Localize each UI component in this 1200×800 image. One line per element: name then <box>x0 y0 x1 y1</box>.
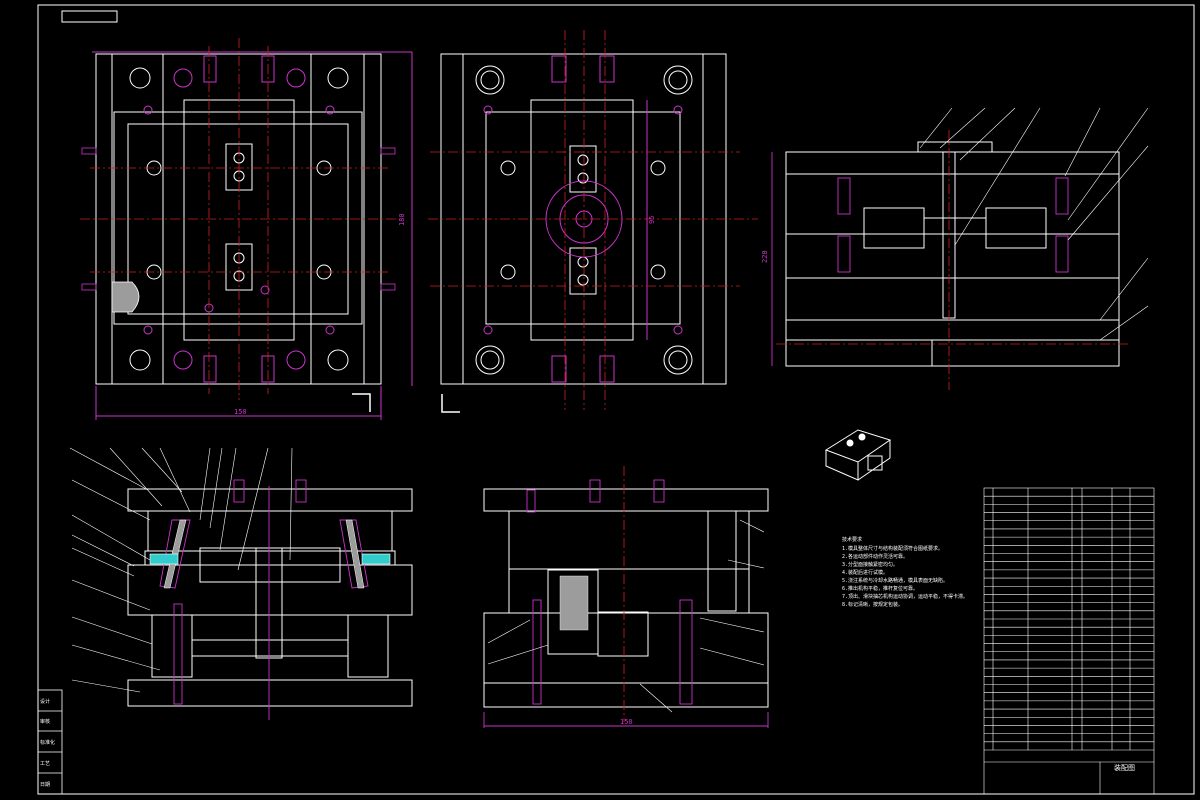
note-line: 7.顶出、滑块抽芯机构运动协调，运动平稳，不得卡滞。 <box>842 593 968 600</box>
side-table-labels: 设计 审核 标准化 工艺 日期 <box>40 698 55 788</box>
note-line: 1.模具整体尺寸与结构装配须符合图纸要求。 <box>842 545 943 552</box>
plan-view-moving-half: 150 180 <box>80 38 460 420</box>
side-label: 设计 <box>40 698 50 705</box>
part-isometric <box>824 429 892 481</box>
side-label: 审核 <box>40 718 50 725</box>
height-dim: 180 <box>398 213 406 226</box>
side-label: 工艺 <box>40 761 50 767</box>
plan-view-fixed-half: 95 <box>428 30 758 410</box>
drawing-frame <box>37 4 1195 795</box>
section-view-center: 150 <box>483 466 769 728</box>
bill-of-materials <box>983 487 1155 795</box>
height-dim: 220 <box>761 250 769 263</box>
side-label: 日期 <box>40 782 50 788</box>
note-line: 2.各运动部件动作灵活可靠。 <box>842 553 908 560</box>
note-line: 4.装配后进行试模。 <box>842 569 888 576</box>
note-line: 3.分型面接触紧密均匀。 <box>842 561 898 568</box>
note-line: 5.浇注系统与冷却水路畅通，模具表面无缺陷。 <box>842 577 948 584</box>
section-view-side: 220 <box>761 107 1149 390</box>
bom-footer-title: 装配图 <box>1114 763 1135 772</box>
technical-notes: 技术要求 1.模具整体尺寸与结构装配须符合图纸要求。 2.各运动部件动作灵活可靠… <box>842 536 968 608</box>
section-view-front <box>69 447 413 720</box>
notes-title: 技术要求 <box>842 536 862 543</box>
note-line: 6.推出机构平稳，推杆复位可靠。 <box>842 585 918 592</box>
height-dim: 95 <box>648 216 656 224</box>
side-label: 标准化 <box>40 739 55 746</box>
width-dim: 150 <box>234 408 247 416</box>
note-line: 8.标记清晰，按规定包装。 <box>842 601 903 608</box>
width-dim: 150 <box>620 718 633 726</box>
side-info-table <box>37 689 63 795</box>
